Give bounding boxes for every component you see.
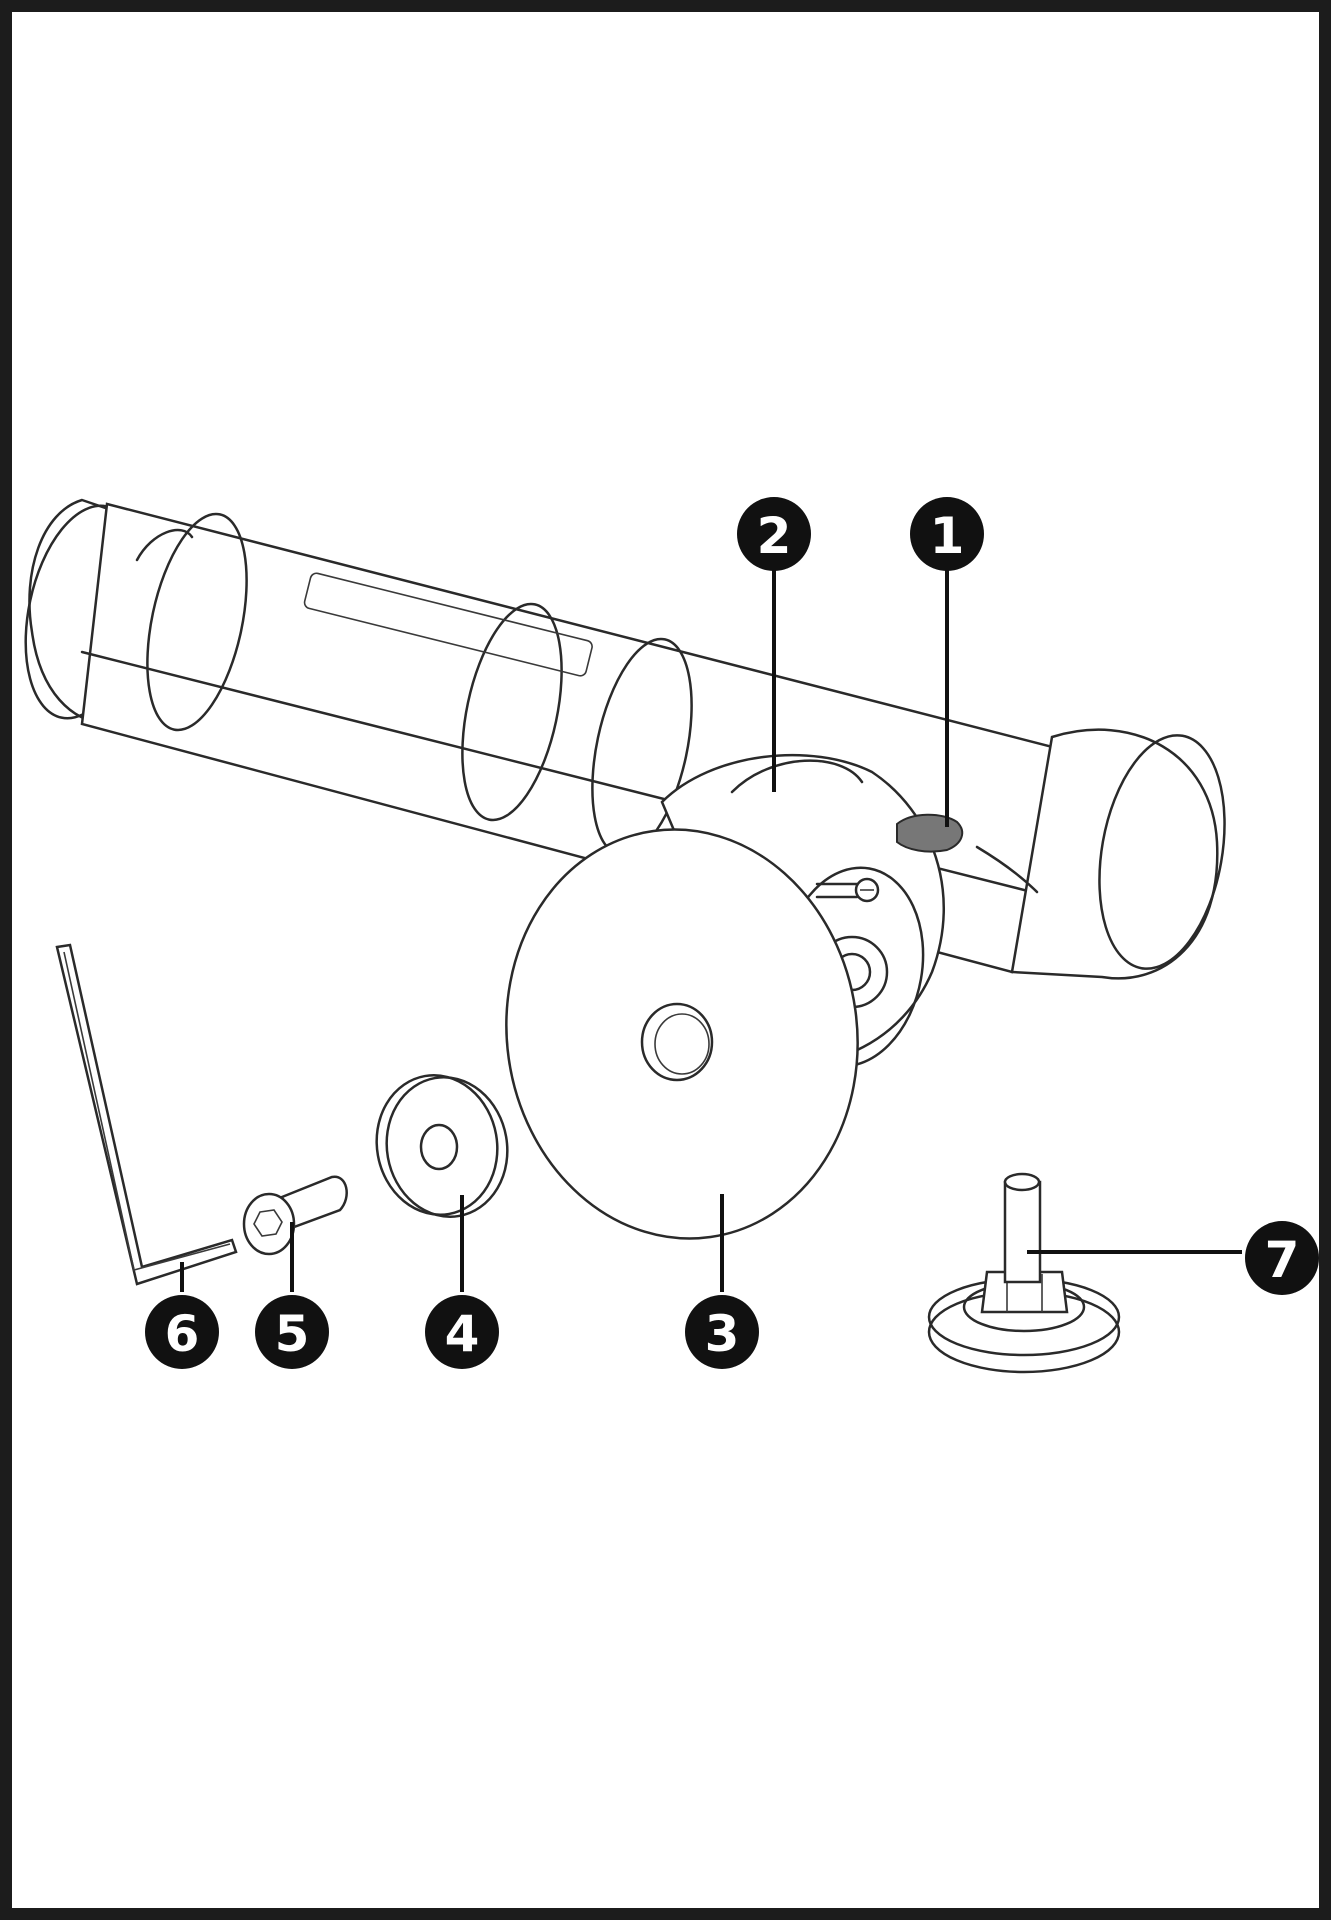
- callout-5-label: 5: [275, 1305, 310, 1363]
- callout-1-label: 1: [930, 507, 965, 565]
- leader-lines: [180, 534, 1242, 1292]
- callout-4: 4: [425, 1295, 499, 1369]
- washer: [375, 1074, 509, 1218]
- callout-6: 6: [145, 1295, 219, 1369]
- callout-1: 1: [910, 497, 984, 571]
- callout-7-label: 7: [1265, 1231, 1300, 1289]
- callout-4-label: 4: [445, 1305, 480, 1363]
- hex-bolt: [242, 1175, 348, 1256]
- callout-6-label: 6: [165, 1305, 200, 1363]
- callout-3-label: 3: [705, 1305, 740, 1363]
- callout-5: 5: [255, 1295, 329, 1369]
- callout-3: 3: [685, 1295, 759, 1369]
- exploded-view-diagram: 1 2 3 4 5 6 7: [24, 497, 1319, 1374]
- hex-key: [55, 943, 238, 1286]
- callout-2: 2: [737, 497, 811, 571]
- drive-spindle: [927, 1172, 1121, 1374]
- callout-2-label: 2: [757, 507, 792, 565]
- cutting-disc: [505, 828, 859, 1240]
- callout-7: 7: [1245, 1221, 1319, 1295]
